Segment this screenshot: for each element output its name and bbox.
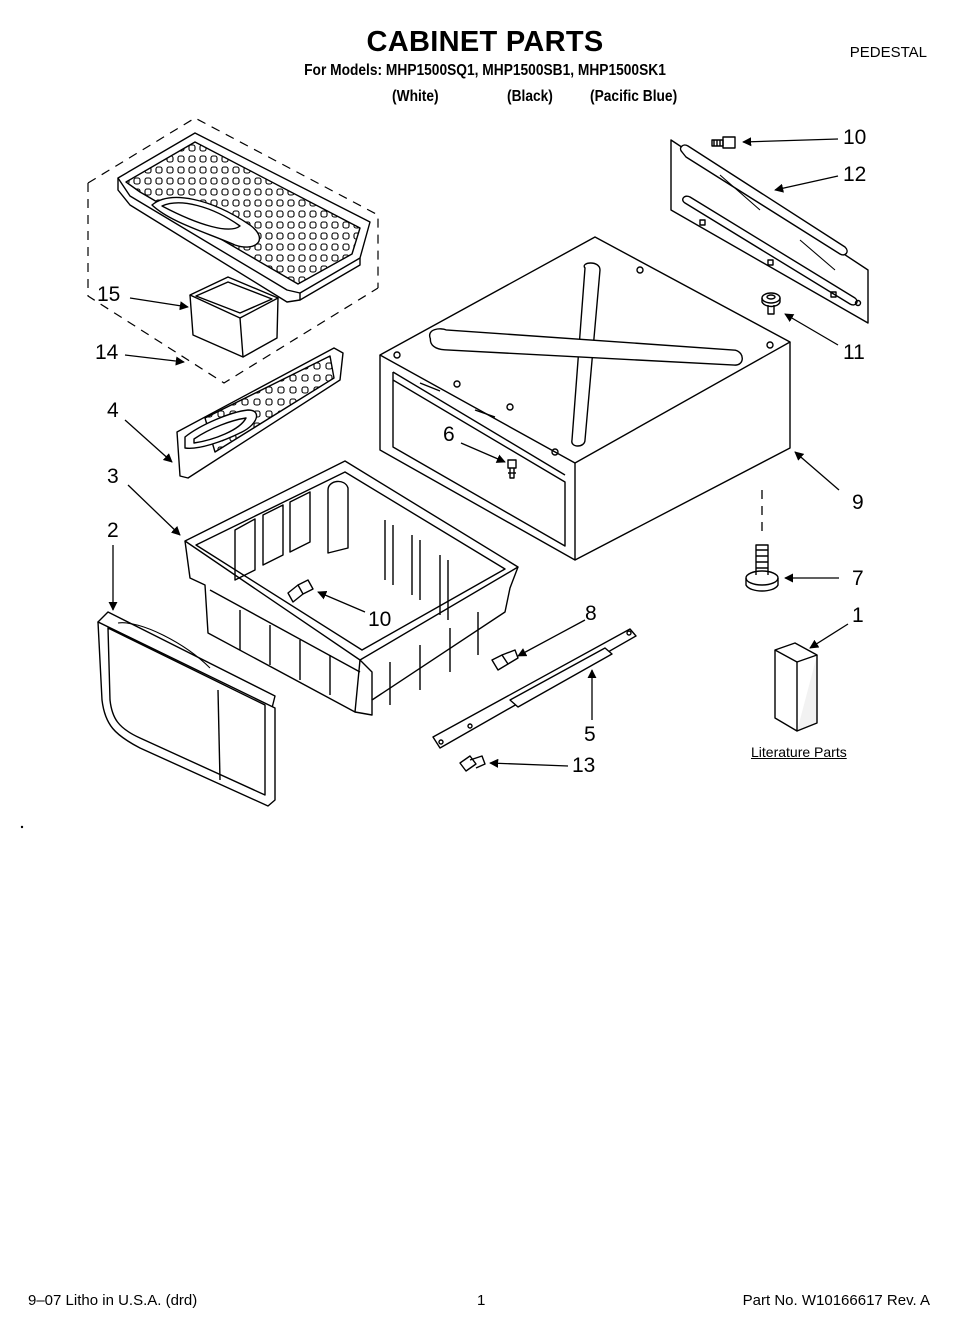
- callout-15: 15: [97, 283, 121, 306]
- color-pacific-blue: (Pacific Blue): [590, 88, 678, 105]
- callout-10-top: 10: [843, 126, 867, 149]
- section-label: PEDESTAL: [849, 44, 927, 61]
- footer-part-number: Part No. W10166617 Rev. A: [742, 1292, 930, 1309]
- part-5-slide-rail: [432, 628, 637, 749]
- part-10-screw-basket: [287, 579, 314, 603]
- leader-lines: [108, 137, 849, 768]
- callout-4: 4: [107, 399, 119, 422]
- color-black: (Black): [507, 88, 553, 105]
- part-10-screw-top: [711, 136, 736, 149]
- part-7-leveling-leg: [745, 544, 779, 592]
- part-1-literature: [774, 642, 818, 732]
- callout-9: 9: [852, 491, 864, 514]
- part-4-back-panel: [176, 347, 344, 479]
- part-3-drawer-basket: [184, 460, 519, 716]
- literature-parts-label: Literature Parts: [751, 744, 847, 760]
- part-14-top-cover: [117, 132, 371, 303]
- models-line: For Models: MHP1500SQ1, MHP1500SB1, MHP1…: [304, 62, 666, 79]
- callout-14: 14: [95, 341, 119, 364]
- callout-10-basket: 10: [368, 608, 392, 631]
- part-13-screw: [459, 755, 486, 772]
- callout-1: 1: [852, 604, 864, 627]
- part-11-screw: [761, 292, 781, 315]
- callout-2: 2: [107, 519, 119, 542]
- callout-6: 6: [443, 423, 455, 446]
- part-12-back-brace: [670, 139, 869, 324]
- callout-8: 8: [585, 602, 597, 625]
- footer-page-number: 1: [477, 1292, 486, 1309]
- callout-3: 3: [107, 465, 119, 488]
- callout-11: 11: [843, 341, 865, 364]
- callout-5: 5: [584, 723, 596, 746]
- page-title: CABINET PARTS: [366, 26, 604, 58]
- callout-13: 13: [572, 754, 596, 777]
- callout-7: 7: [852, 567, 864, 590]
- part-6-screw: [507, 459, 517, 479]
- color-white: (White): [392, 88, 439, 105]
- part-2-front-panel: [97, 611, 276, 807]
- accessory-kit-outline: [87, 117, 379, 384]
- part-15-bin: [189, 276, 279, 358]
- footer-litho: 9–07 Litho in U.S.A. (drd): [28, 1292, 198, 1309]
- part-9-cabinet: [379, 236, 791, 561]
- callout-12: 12: [843, 163, 867, 186]
- part-8-screw: [491, 649, 519, 671]
- stray-mark: [20, 825, 24, 829]
